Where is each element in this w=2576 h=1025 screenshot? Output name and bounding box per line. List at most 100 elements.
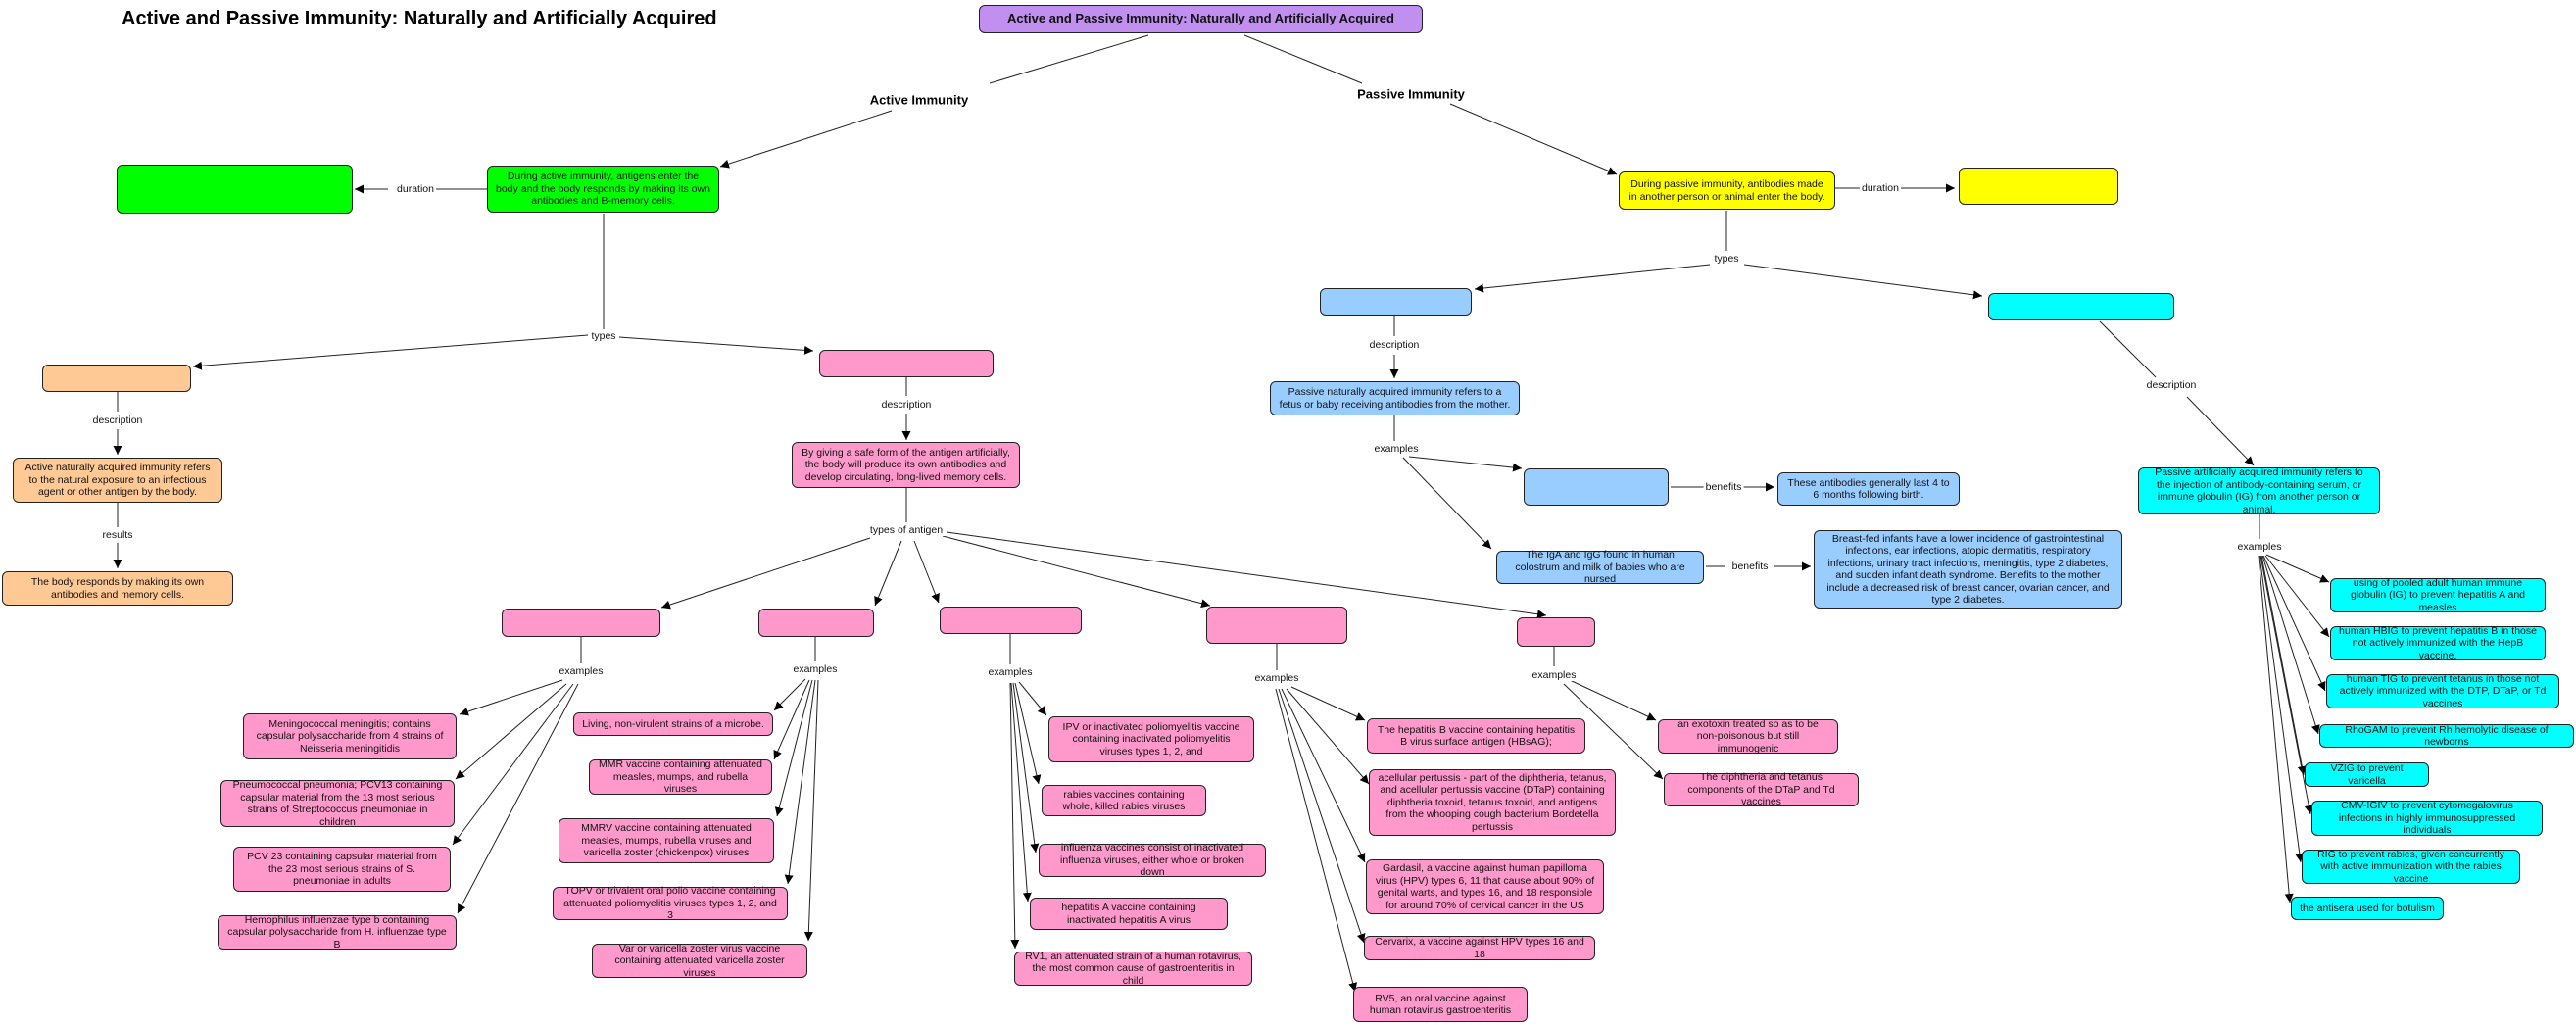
subunit-example-2[interactable]: acellular pertussis - part of the diphth…: [1369, 769, 1616, 836]
passive-natural-description-node[interactable]: Passive naturally acquired immunity refe…: [1270, 381, 1520, 415]
link-label-examples-inactivated: examples: [986, 666, 1035, 678]
link-label-examples-attenuated: examples: [791, 663, 840, 675]
subunit-example-4-text: Cervarix, a vaccine against HPV types 16…: [1375, 936, 1584, 960]
active-natural-result-node[interactable]: The body responds by making its own anti…: [2, 571, 233, 606]
antigen-type-polysaccharide-node[interactable]: [502, 609, 660, 637]
passive-artificial-description-node[interactable]: Passive artificially acquired immunity r…: [2138, 466, 2380, 515]
link-label-examples-toxoid: examples: [1530, 669, 1579, 681]
attenuated-example-4[interactable]: TOPV or trivalent oral polio vaccine con…: [553, 885, 788, 922]
inactivated-example-1[interactable]: IPV or inactivated poliomyelitis vaccine…: [1048, 716, 1254, 762]
passive-duration-node[interactable]: [1959, 168, 2118, 205]
root-node[interactable]: Active and Passive Immunity: Naturally a…: [979, 5, 1423, 33]
link-label-types-of-antigen: types of antigen: [867, 524, 946, 536]
passive-artificial-description-text: Passive artificially acquired immunity r…: [2155, 466, 2363, 515]
active-natural-node[interactable]: [42, 365, 191, 392]
passive-artificial-example-6-text: CMV-IGIV to prevent cytomegalovirus infe…: [2338, 800, 2516, 837]
passive-artificial-example-4-text: RhoGAM to prevent Rh hemolytic disease o…: [2345, 723, 2549, 749]
polysaccharide-example-4-text: Hemophilus influenzae type b containing …: [227, 913, 447, 951]
active-duration-node[interactable]: [117, 165, 353, 214]
passive-artificial-example-5[interactable]: VZIG to prevent varicella: [2305, 762, 2429, 787]
attenuated-example-1-text: Living, non-virulent strains of a microb…: [582, 717, 764, 730]
passive-immunity-text: During passive immunity, antibodies made…: [1628, 178, 1825, 203]
inactivated-example-5[interactable]: RV1, an attenuated strain of a human rot…: [1014, 950, 1252, 987]
attenuated-example-2-text: MMR vaccine containing attenuated measle…: [599, 758, 762, 796]
passive-immunity-node[interactable]: During passive immunity, antibodies made…: [1619, 171, 1835, 210]
passive-natural-benefit-2[interactable]: Breast-fed infants have a lower incidenc…: [1814, 530, 2122, 609]
passive-natural-example-1[interactable]: [1524, 468, 1669, 506]
passive-artificial-example-8[interactable]: the antisera used for botulism: [2291, 897, 2444, 920]
subunit-example-1-text: The hepatitis B vaccine containing hepat…: [1377, 723, 1576, 749]
passive-artificial-example-1[interactable]: using of pooled adult human immune globu…: [2330, 576, 2546, 613]
toxoid-example-1[interactable]: an exotoxin treated so as to be non-pois…: [1658, 717, 1838, 755]
subunit-example-5[interactable]: RV5, an oral vaccine against human rotav…: [1353, 987, 1528, 1022]
link-label-passive-natural-examples: examples: [1372, 443, 1421, 455]
antigen-type-attenuated-node[interactable]: [758, 609, 874, 637]
inactivated-example-2-text: rabies vaccines containing whole, killed…: [1062, 788, 1186, 813]
inactivated-example-5-text: RV1, an attenuated strain of a human rot…: [1025, 950, 1241, 987]
inactivated-example-3[interactable]: influenza vaccines consist of inactivate…: [1039, 842, 1266, 879]
link-label-passive-artificial-examples: examples: [2235, 541, 2284, 553]
link-label-active-artificial-description: description: [879, 399, 934, 411]
subunit-example-4[interactable]: Cervarix, a vaccine against HPV types 16…: [1364, 936, 1595, 960]
passive-natural-benefit-1[interactable]: These antibodies generally last 4 to 6 m…: [1777, 472, 1960, 506]
subunit-example-3-text: Gardasil, a vaccine against human papill…: [1375, 862, 1595, 911]
link-label-benefits-1: benefits: [1703, 481, 1744, 493]
inactivated-example-4[interactable]: hepatitis A vaccine containing inactivat…: [1030, 898, 1228, 930]
link-label-examples-polysaccharide: examples: [557, 665, 606, 677]
attenuated-example-5-text: Var or varicella zoster virus vaccine co…: [614, 942, 785, 979]
passive-artificial-node[interactable]: [1988, 293, 2174, 320]
polysaccharide-example-3[interactable]: PCV 23 containing capsular material from…: [233, 847, 451, 892]
passive-natural-node[interactable]: [1320, 288, 1472, 316]
attenuated-example-2[interactable]: MMR vaccine containing attenuated measle…: [589, 758, 772, 796]
antigen-type-toxoid-node[interactable]: [1517, 617, 1595, 647]
link-label-active-natural-results: results: [100, 529, 135, 541]
passive-artificial-example-1-text: using of pooled adult human immune globu…: [2350, 576, 2526, 613]
polysaccharide-example-4[interactable]: Hemophilus influenzae type b containing …: [218, 913, 457, 951]
passive-natural-benefit-2-text: Breast-fed infants have a lower incidenc…: [1826, 532, 2110, 607]
polysaccharide-example-3-text: PCV 23 containing capsular material from…: [247, 851, 437, 888]
passive-natural-description-text: Passive naturally acquired immunity refe…: [1279, 386, 1511, 411]
toxoid-example-2[interactable]: The diphtheria and tetanus components of…: [1664, 771, 1859, 808]
toxoid-example-1-text: an exotoxin treated so as to be non-pois…: [1677, 717, 1819, 755]
passive-artificial-example-4[interactable]: RhoGAM to prevent Rh hemolytic disease o…: [2319, 724, 2574, 748]
link-label-passive-artificial-description: description: [2144, 379, 2199, 391]
link-label-benefits-2: benefits: [1729, 561, 1771, 572]
active-artificial-description-node[interactable]: By giving a safe form of the antigen art…: [792, 442, 1020, 488]
active-artificial-node[interactable]: [819, 350, 994, 377]
link-label-active-natural-description: description: [90, 415, 145, 426]
inactivated-example-3-text: influenza vaccines consist of inactivate…: [1060, 842, 1244, 879]
subunit-example-3[interactable]: Gardasil, a vaccine against human papill…: [1366, 859, 1604, 914]
active-immunity-node[interactable]: During active immunity, antigens enter t…: [487, 166, 719, 213]
inactivated-example-2[interactable]: rabies vaccines containing whole, killed…: [1042, 785, 1206, 816]
inactivated-example-4-text: hepatitis A vaccine containing inactivat…: [1061, 902, 1196, 926]
passive-natural-example-2[interactable]: The IgA and IgG found in human colostrum…: [1496, 549, 1704, 585]
passive-natural-benefit-1-text: These antibodies generally last 4 to 6 m…: [1787, 476, 1950, 502]
passive-artificial-example-7[interactable]: RIG to prevent rabies, given concurrentl…: [2302, 848, 2520, 885]
antigen-type-subunit-node[interactable]: [1206, 607, 1347, 644]
polysaccharide-example-1-text: Meningococcal meningitis; contains capsu…: [256, 717, 444, 755]
attenuated-example-1[interactable]: Living, non-virulent strains of a microb…: [573, 712, 773, 736]
antigen-type-inactivated-node[interactable]: [940, 607, 1082, 634]
inactivated-example-1-text: IPV or inactivated poliomyelitis vaccine…: [1062, 720, 1240, 757]
link-label-active-types: types: [589, 330, 618, 342]
subunit-example-1[interactable]: The hepatitis B vaccine containing hepat…: [1367, 718, 1585, 754]
subunit-example-2-text: acellular pertussis - part of the diphth…: [1378, 771, 1607, 833]
polysaccharide-example-1[interactable]: Meningococcal meningitis; contains capsu…: [243, 713, 457, 759]
passive-artificial-example-6[interactable]: CMV-IGIV to prevent cytomegalovirus infe…: [2311, 800, 2543, 837]
attenuated-example-5[interactable]: Var or varicella zoster virus vaccine co…: [592, 942, 807, 979]
attenuated-example-3[interactable]: MMRV vaccine containing attenuated measl…: [559, 818, 774, 863]
page-title: Active and Passive Immunity: Naturally a…: [122, 8, 717, 29]
active-natural-description-node[interactable]: Active naturally acquired immunity refer…: [13, 458, 222, 503]
passive-artificial-example-3[interactable]: human TIG to prevent tetanus in those no…: [2326, 673, 2559, 709]
link-label-passive-natural-description: description: [1367, 339, 1422, 351]
polysaccharide-example-2[interactable]: Pneumococcal pneumonia; PCV13 containing…: [220, 779, 455, 828]
passive-artificial-example-8-text: the antisera used for botulism: [2300, 902, 2435, 914]
passive-artificial-example-2[interactable]: human HBIG to prevent hepatitis B in tho…: [2330, 625, 2546, 661]
passive-artificial-example-7-text: RIG to prevent rabies, given concurrentl…: [2317, 848, 2504, 885]
link-label-passive-types: types: [1712, 253, 1741, 265]
attenuated-example-4-text: TOPV or trivalent oral polio vaccine con…: [563, 885, 777, 922]
attenuated-example-3-text: MMRV vaccine containing attenuated measl…: [581, 822, 752, 859]
active-natural-description-text: Active naturally acquired immunity refer…: [24, 462, 211, 499]
toxoid-example-2-text: The diphtheria and tetanus components of…: [1687, 771, 1835, 808]
